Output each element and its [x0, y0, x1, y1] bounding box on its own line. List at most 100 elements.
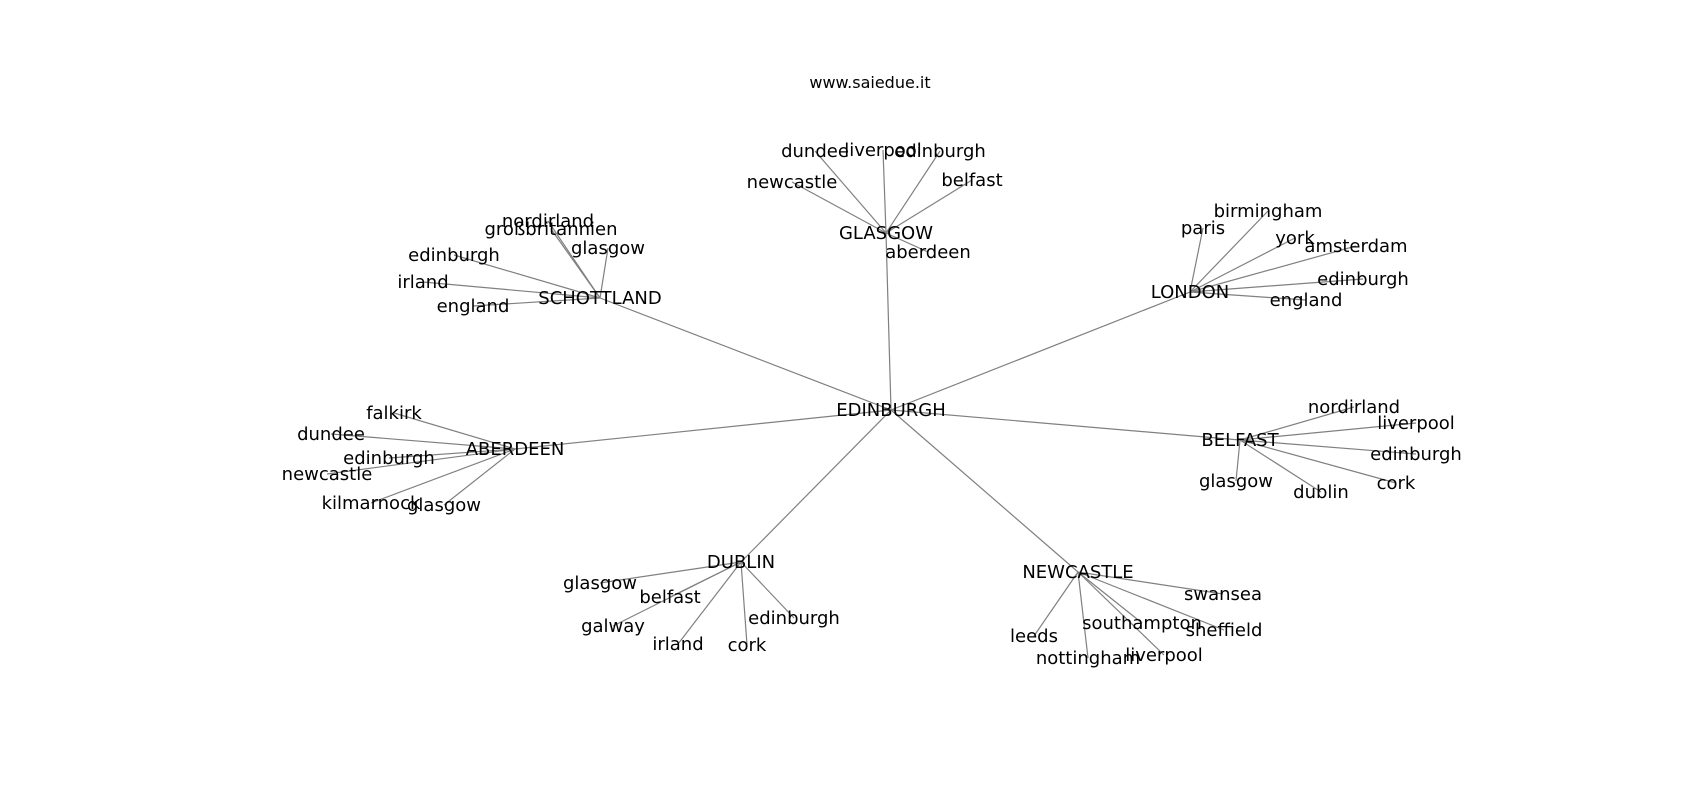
edge-dublin-edinburgh	[740, 561, 795, 619]
edge-aberdeen-glasgow	[443, 448, 516, 506]
edge-glasgow-liverpool	[882, 149, 887, 234]
edge-belfast-dublin	[1239, 439, 1322, 493]
leaf-label-dublin-glasgow: glasgow	[563, 573, 637, 594]
leaf-label-dublin-edinburgh: edinburgh	[748, 608, 840, 629]
edge-dublin-irland	[677, 561, 742, 645]
edge-newcastle-leeds	[1033, 571, 1079, 637]
edge-dublin-galway	[612, 561, 742, 627]
node-label-schottland: SCHOTTLAND	[538, 288, 661, 309]
leaf-label-aberdeen-kilmarnock: kilmarnock	[322, 493, 421, 514]
leaf-label-schottland-nordirland: nordirland	[502, 211, 594, 232]
edge-edinburgh-schottland	[599, 297, 892, 411]
leaf-label-newcastle-liverpool: liverpool	[1125, 645, 1203, 666]
edge-london-paris	[1189, 227, 1204, 293]
leaf-label-glasgow-aberdeen: aberdeen	[885, 242, 971, 263]
leaf-label-london-paris: paris	[1181, 218, 1225, 239]
edge-aberdeen-kilmarnock	[370, 448, 516, 504]
edge-newcastle-southampton	[1077, 571, 1143, 624]
edge-newcastle-sheffield	[1077, 571, 1225, 631]
leaf-label-glasgow-dundee: dundee	[781, 141, 849, 162]
leaf-label-london-birmingham: birmingham	[1214, 201, 1323, 222]
edge-schottland-glasgow	[599, 247, 609, 299]
edge-aberdeen-falkirk	[393, 412, 516, 450]
leaf-label-newcastle-leeds: leeds	[1010, 626, 1058, 647]
leaf-label-dublin-belfast: belfast	[639, 587, 700, 608]
leaf-label-schottland-england: england	[437, 296, 510, 317]
leaf-label-dublin-galway: galway	[581, 616, 645, 637]
leaf-label-aberdeen-glasgow: glasgow	[407, 495, 481, 516]
edge-dublin-glasgow	[599, 561, 742, 584]
node-label-newcastle: NEWCASTLE	[1022, 562, 1133, 583]
leaf-label-belfast-edinburgh: edinburgh	[1370, 444, 1462, 465]
leaf-label-belfast-glasgow: glasgow	[1199, 471, 1273, 492]
node-label-belfast: BELFAST	[1201, 430, 1279, 451]
leaf-label-belfast-nordirland: nordirland	[1308, 397, 1400, 418]
edges-layer	[326, 149, 1417, 659]
leaf-label-aberdeen-falkirk: falkirk	[366, 403, 422, 424]
leaf-label-aberdeen-newcastle: newcastle	[282, 464, 373, 485]
leaf-label-aberdeen-edinburgh: edinburgh	[343, 448, 435, 469]
leaf-label-schottland-irland: irland	[397, 272, 448, 293]
edge-edinburgh-newcastle	[890, 409, 1079, 573]
edge-belfast-glasgow	[1235, 439, 1241, 482]
leaf-label-newcastle-sheffield: sheffield	[1186, 620, 1263, 641]
edge-aberdeen-dundee	[330, 433, 516, 450]
leaf-label-dublin-cork: cork	[728, 635, 767, 656]
leaf-label-glasgow-belfast: belfast	[941, 170, 1002, 191]
edge-glasgow-edinburgh	[885, 150, 941, 234]
edge-edinburgh-dublin	[740, 409, 892, 563]
edge-schottland-england	[472, 297, 601, 307]
node-label-dublin: DUBLIN	[707, 552, 775, 573]
edge-newcastle-liverpool	[1077, 571, 1165, 656]
edge-newcastle-nottingham	[1077, 571, 1089, 659]
edge-dublin-cork	[740, 561, 748, 646]
leaf-label-schottland-edinburgh: edinburgh	[408, 245, 500, 266]
edge-belfast-nordirland	[1239, 406, 1355, 441]
edge-edinburgh-london	[890, 291, 1191, 411]
leaf-label-belfast-dublin: dublin	[1293, 482, 1349, 503]
edge-aberdeen-edinburgh	[388, 448, 516, 459]
edge-glasgow-belfast	[885, 179, 973, 234]
leaf-label-newcastle-nottingham: nottingham	[1036, 648, 1140, 669]
edge-belfast-edinburgh	[1239, 439, 1417, 455]
edge-edinburgh-aberdeen	[514, 409, 892, 450]
leaf-label-london-york: york	[1275, 228, 1315, 249]
edge-edinburgh-belfast	[890, 409, 1241, 441]
leaf-label-aberdeen-dundee: dundee	[297, 424, 365, 445]
leaf-label-newcastle-swansea: swansea	[1184, 584, 1262, 605]
leaf-label-glasgow-newcastle: newcastle	[747, 172, 838, 193]
leaf-label-belfast-cork: cork	[1377, 473, 1416, 494]
edge-edinburgh-glasgow	[885, 232, 892, 411]
leaf-label-schottland-glasgow: glasgow	[571, 238, 645, 259]
node-label-aberdeen: ABERDEEN	[466, 439, 565, 460]
edge-schottland-nordirland	[547, 220, 601, 299]
leaf-label-belfast-liverpool: liverpool	[1377, 413, 1455, 434]
leaf-label-schottland-grossbritannien: großbritannien	[485, 219, 618, 240]
edge-schottland-edinburgh	[453, 254, 601, 299]
edge-london-york	[1189, 237, 1296, 293]
node-label-edinburgh: EDINBURGH	[836, 400, 946, 421]
edge-london-amsterdam	[1189, 245, 1357, 293]
edge-belfast-cork	[1239, 439, 1397, 484]
edge-glasgow-aberdeen	[885, 232, 929, 253]
leaf-label-london-england: england	[1270, 290, 1343, 311]
labels-layer: www.saiedue.it EDINBURGHGLASGOWdundeeliv…	[282, 73, 1462, 669]
edge-london-birmingham	[1189, 210, 1269, 293]
edge-aberdeen-newcastle	[326, 448, 516, 475]
edge-schottland-irland	[422, 281, 601, 299]
edge-glasgow-dundee	[814, 150, 887, 234]
leaf-label-london-amsterdam: amsterdam	[1304, 236, 1407, 257]
leaf-label-glasgow-liverpool: liverpool	[844, 140, 922, 161]
edge-london-england	[1189, 291, 1307, 301]
edge-belfast-liverpool	[1239, 422, 1417, 441]
node-label-glasgow: GLASGOW	[839, 223, 933, 244]
edge-london-edinburgh	[1189, 278, 1364, 293]
leaf-label-dublin-irland: irland	[652, 634, 703, 655]
edge-glasgow-newcastle	[791, 181, 887, 234]
leaf-label-newcastle-southampton: southampton	[1082, 613, 1202, 634]
edge-newcastle-swansea	[1077, 571, 1224, 595]
site-title: www.saiedue.it	[809, 73, 930, 92]
leaf-label-london-edinburgh: edinburgh	[1317, 269, 1409, 290]
node-label-london: LONDON	[1151, 282, 1230, 303]
